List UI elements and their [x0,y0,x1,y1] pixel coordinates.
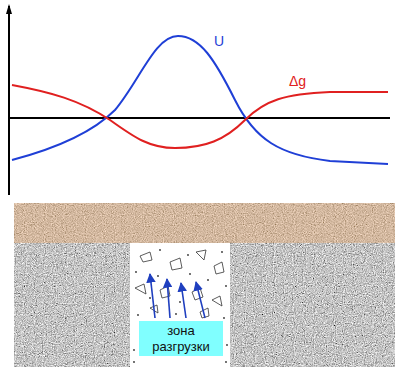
zero-line [9,117,390,119]
rock-mass [14,243,395,367]
soil-layer [14,203,395,243]
rock-fragments [135,250,224,318]
unloading-zone [130,243,230,367]
axis-arrowhead [6,4,12,14]
zone-label: зона разгрузки [143,323,219,354]
curve-label: Δg [289,74,306,88]
curve-label: U [214,34,224,48]
zone-label-box: зона разгрузки [139,321,223,356]
delta-g-curve [12,85,388,148]
rock-dots [133,249,228,363]
vertical-axis [8,6,10,195]
unloading-arrows [150,274,205,318]
u-curve [12,36,388,164]
